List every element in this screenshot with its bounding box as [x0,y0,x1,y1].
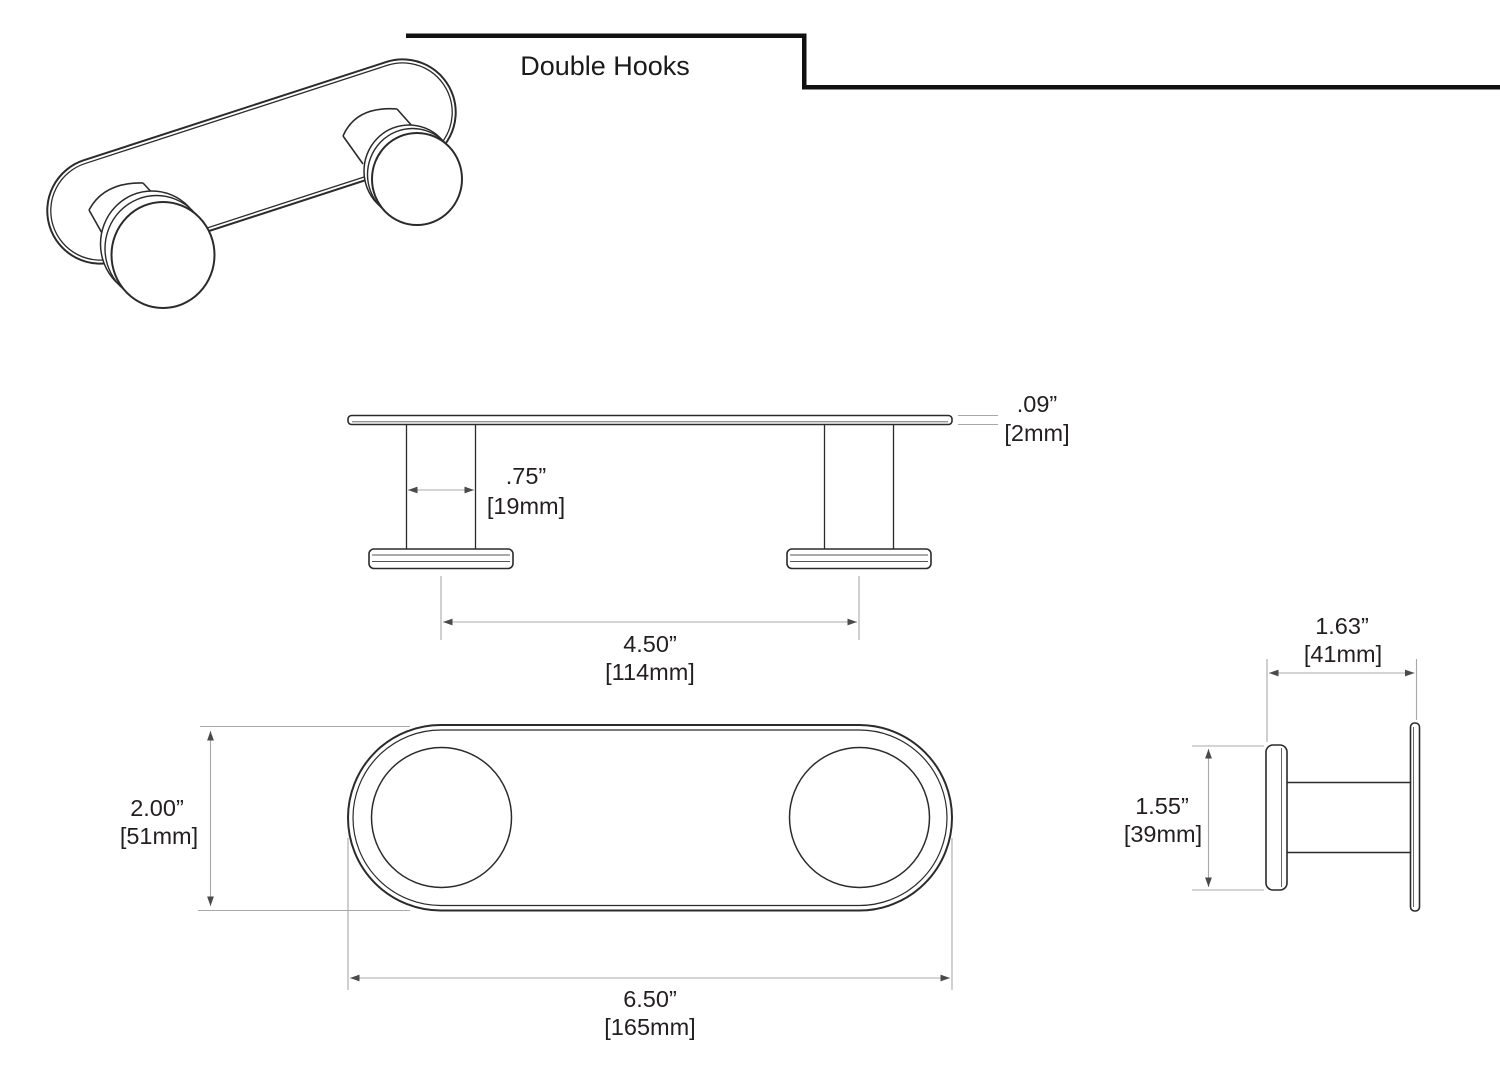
dim-cap-diameter-extensions [1192,745,1264,891]
dim-hook-spacing-metric: [114mm] [605,659,695,685]
dim-plate-length-inch: 6.50” [623,986,677,1012]
plan-view: 2.00” [51mm] 6.50” [165mm] [120,724,953,1040]
iso-front-cap-face [110,201,216,309]
front-right-cap-lines [790,554,928,562]
front-left-post [405,424,477,549]
dim-post-width-inch: .75” [506,463,547,489]
plan-right-hook-circle [788,746,931,889]
dim-cap-diameter-inch: 1.55” [1135,793,1189,819]
iso-front-cap [99,190,216,309]
front-plate [347,414,953,426]
front-right-post [823,424,895,549]
dim-plate-thickness-leaders [958,414,998,426]
plan-left-hook-circle [370,746,513,889]
dim-hook-spacing-extensions [440,576,860,640]
side-backplate [1409,722,1421,912]
plan-backplate-outer [347,724,953,912]
dim-plate-length-metric: [165mm] [604,1014,695,1040]
dim-hook-spacing: 4.50” [114mm] [440,576,860,685]
dim-plate-thickness-metric: [2mm] [1004,420,1069,446]
plan-backplate-inner [352,729,948,907]
dim-plate-height-inch: 2.00” [130,795,184,821]
side-cap [1265,744,1288,891]
dim-projection-extensions [1266,659,1418,742]
front-left-cap-lines [372,554,510,562]
title-border-line [406,33,1500,90]
title-block: Double Hooks [406,33,1500,90]
dim-post-width: .75” [19mm] [408,463,565,519]
dim-cap-diameter: 1.55” [39mm] [1124,745,1264,891]
iso-rear-cap-face [371,132,463,226]
front-left-cap [368,548,514,570]
side-post [1287,781,1411,854]
iso-front-post-base-arc [88,182,144,211]
iso-rear-post-base-arc [342,107,398,137]
dim-plate-height-metric: [51mm] [120,823,198,849]
dim-plate-length: 6.50” [165mm] [347,838,953,1040]
dim-plate-thickness-inch: .09” [1017,391,1058,417]
dim-cap-diameter-metric: [39mm] [1124,821,1202,847]
front-view: .09” [2mm] .75” [19mm] 4.50” [114mm] [347,391,1070,685]
dim-plate-length-extensions [347,838,953,990]
iso-rear-cap [363,124,463,226]
side-view: 1.63” [41mm] 1.55” [39mm] [1124,613,1421,912]
isometric-view [46,58,463,309]
dim-post-width-metric: [19mm] [487,493,565,519]
dim-hook-spacing-inch: 4.50” [623,631,677,657]
dim-plate-thickness: .09” [2mm] [958,391,1070,446]
front-right-cap [786,548,932,570]
dim-plate-height: 2.00” [51mm] [120,725,410,912]
dim-plate-height-extensions [198,725,410,912]
page-title: Double Hooks [520,51,690,81]
dim-projection-metric: [41mm] [1304,641,1382,667]
dim-projection-inch: 1.63” [1315,613,1369,639]
dim-projection: 1.63” [41mm] [1266,613,1418,742]
